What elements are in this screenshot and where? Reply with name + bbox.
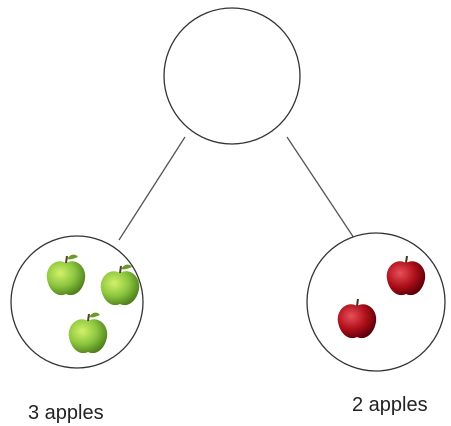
green-apple: [100, 264, 140, 306]
part-label-left: 3 apples: [28, 402, 104, 424]
green-apple: [46, 254, 86, 296]
connector-line-right: [286, 136, 355, 239]
red-apple: [337, 298, 377, 339]
part-circle-right: [306, 232, 446, 372]
connector-line-left: [118, 136, 186, 241]
part-label-right: 2 apples: [352, 394, 428, 416]
green-apple: [68, 312, 108, 354]
red-apple: [386, 255, 426, 296]
part-circle-left: [10, 235, 144, 369]
whole-circle: [163, 7, 301, 145]
